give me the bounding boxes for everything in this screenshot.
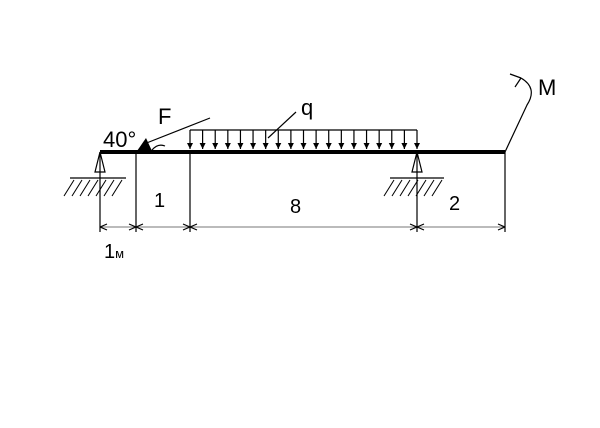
load-arrow-head — [262, 143, 269, 149]
load-arrow-head — [338, 143, 345, 149]
load-arrow-head — [376, 143, 383, 149]
load-label-q: q — [301, 95, 313, 120]
load-arrow-head — [401, 143, 408, 149]
force-f — [137, 117, 211, 151]
extension-lines — [99, 152, 506, 232]
right-support — [383, 151, 444, 197]
load-arrow-head — [363, 143, 370, 149]
load-arrow-head — [414, 143, 420, 149]
load-arrow-head — [325, 143, 332, 149]
load-arrow-head — [350, 143, 357, 149]
load-arrow-head — [388, 143, 395, 149]
right-support-hatch — [383, 179, 443, 197]
force-label-f: F — [158, 104, 171, 129]
load-arrow-head — [287, 143, 294, 149]
load-arrow-head — [199, 143, 206, 149]
load-arrow-head — [250, 143, 257, 149]
dimension-label-1m: 1м — [104, 241, 124, 263]
dimension-label-8: 8 — [290, 196, 301, 218]
load-arrow-head — [300, 143, 307, 149]
dimension-label-2: 2 — [449, 193, 460, 215]
dimension-line — [99, 223, 506, 231]
moment-m — [504, 73, 532, 153]
load-arrow-head — [224, 143, 231, 149]
angle-label: 40° — [103, 127, 136, 152]
distributed-load — [187, 129, 420, 149]
load-arrows — [187, 130, 420, 149]
load-arrow-head — [187, 143, 193, 149]
left-support — [63, 151, 126, 197]
left-support-hatch — [63, 179, 123, 197]
load-arrow-head — [275, 143, 282, 149]
moment-label-m: M — [538, 75, 556, 100]
load-arrow-head — [237, 143, 244, 149]
q-leader-line — [267, 111, 297, 139]
load-arrow-head — [212, 143, 219, 149]
dimension-label-1: 1 — [154, 190, 165, 212]
load-arrow-head — [313, 143, 320, 149]
